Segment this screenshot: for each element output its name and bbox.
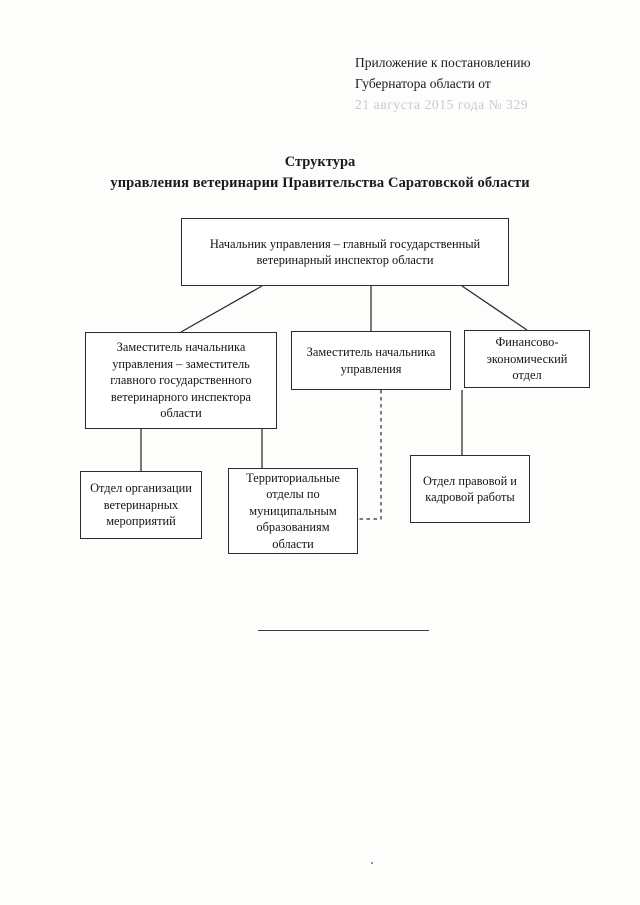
edge-head-to-finance <box>461 285 528 331</box>
page-title-line-1: Структура <box>284 154 356 170</box>
node-deputy-label: Заместитель начальника управления <box>306 345 436 376</box>
edge-deputy-to-territorial-dashed <box>358 390 382 520</box>
node-head-of-department: Начальник управления – главный государст… <box>181 218 509 286</box>
appendix-reference: Приложение к постановлению Губернатора о… <box>355 52 605 115</box>
node-vet-org-label: Отдел организации ветеринарных мероприят… <box>90 481 192 529</box>
edge-head-to-deputy-chief <box>180 285 263 333</box>
node-deputy-chief-inspector: Заместитель начальника управления – заме… <box>85 332 277 429</box>
appendix-line-2: Губернатора области от <box>355 76 491 91</box>
appendix-line-3-date-number: 21 августа 2015 года № 329 <box>355 97 529 112</box>
node-legal-hr-division: Отдел правовой и кадровой работы <box>410 455 530 523</box>
appendix-line-1: Приложение к постановлению <box>355 55 531 70</box>
page-title-line-2: управления ветеринарии Правительства Сар… <box>110 175 530 191</box>
horizontal-rule <box>258 630 429 631</box>
node-vet-organization-division: Отдел организации ветеринарных мероприят… <box>80 471 202 539</box>
node-deputy-head: Заместитель начальника управления <box>291 331 451 390</box>
node-territorial-divisions: Территориальные отделы по муниципальным … <box>228 468 358 554</box>
node-finance-label: Финансово-экономический отдел <box>486 335 568 383</box>
page-title: Структура управления ветеринарии Правите… <box>0 152 640 194</box>
node-legal-label: Отдел правовой и кадровой работы <box>423 473 517 505</box>
scan-artifact-speck <box>371 862 373 864</box>
node-deputy-chief-label: Заместитель начальника управления – заме… <box>110 340 252 421</box>
node-head-label: Начальник управления – главный государст… <box>209 236 481 268</box>
node-territorial-label: Территориальные отделы по муниципальным … <box>246 470 340 551</box>
node-finance-economic-division: Финансово-экономический отдел <box>464 330 590 388</box>
